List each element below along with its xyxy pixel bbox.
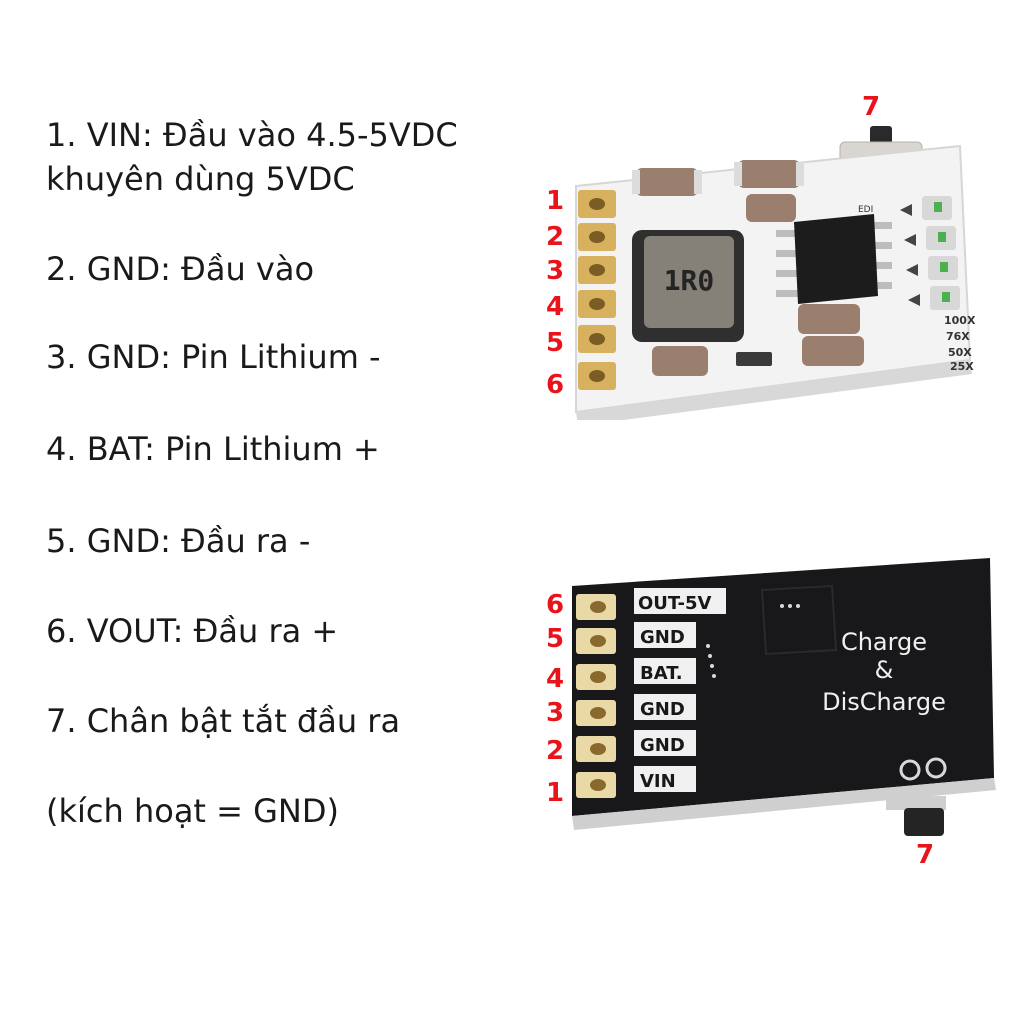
legend-line-7b: (kích hoạt = GND) bbox=[46, 792, 339, 830]
pad-row bbox=[578, 190, 616, 390]
svg-text:&: & bbox=[875, 656, 894, 684]
legend-line-5: 5. GND: Đầu ra - bbox=[46, 522, 311, 560]
legend-line-6: 6. VOUT: Đầu ra + bbox=[46, 612, 339, 650]
inductor: 1R0 bbox=[632, 230, 744, 342]
pad-row-bottom bbox=[576, 594, 616, 798]
capacitor-group bbox=[636, 160, 864, 376]
legend-line-1b: khuyên dùng 5VDC bbox=[46, 160, 355, 198]
legend-line-3: 3. GND: Pin Lithium - bbox=[46, 338, 381, 376]
top-pin-number-2: 2 bbox=[546, 222, 565, 252]
legend-line-7: 7. Chân bật tắt đầu ra bbox=[46, 702, 401, 740]
top-pin-number-5: 5 bbox=[546, 328, 565, 358]
bottom-pin-number-5: 5 bbox=[546, 624, 565, 654]
legend-line-1: 1. VIN: Đầu vào 4.5-5VDC bbox=[46, 116, 458, 154]
bottom-switch-number: 7 bbox=[916, 840, 935, 870]
pcb-top-view: 1R0 EDI 100X 76X 50X 25X bbox=[575, 126, 976, 420]
svg-text:50X: 50X bbox=[948, 346, 972, 359]
top-pin-number-6: 6 bbox=[546, 370, 565, 400]
top-pin-number-3: 3 bbox=[546, 256, 565, 286]
svg-text:BAT.: BAT. bbox=[640, 663, 683, 684]
board-title: Charge & DisCharge bbox=[822, 628, 946, 716]
legend-line-2: 2. GND: Đầu vào bbox=[46, 250, 315, 288]
bottom-pin-number-3: 3 bbox=[546, 698, 565, 728]
svg-text:VIN: VIN bbox=[640, 771, 676, 792]
bottom-pin-number-1: 1 bbox=[546, 778, 565, 808]
pcb-bottom-view: OUT-5V GND BAT. GND GND VIN Charge & Dis… bbox=[572, 558, 996, 836]
mount-holes bbox=[899, 757, 947, 781]
svg-text:GND: GND bbox=[640, 627, 685, 648]
svg-text:25X: 25X bbox=[950, 360, 974, 373]
top-pin-number-1: 1 bbox=[546, 186, 565, 216]
pin-labels: OUT-5V GND BAT. GND GND VIN bbox=[638, 593, 712, 792]
svg-text:OUT-5V: OUT-5V bbox=[638, 593, 712, 614]
ic-marking: EDI bbox=[858, 205, 873, 215]
bottom-pin-number-4: 4 bbox=[546, 664, 565, 694]
svg-text:76X: 76X bbox=[946, 330, 970, 343]
inductor-label: 1R0 bbox=[664, 264, 715, 297]
bottom-pin-number-2: 2 bbox=[546, 736, 565, 766]
svg-text:DisCharge: DisCharge bbox=[822, 688, 946, 716]
svg-text:GND: GND bbox=[640, 699, 685, 720]
top-switch-number: 7 bbox=[862, 92, 881, 122]
svg-text:Charge: Charge bbox=[841, 628, 927, 656]
bottom-pin-number-6: 6 bbox=[546, 590, 565, 620]
legend-line-4: 4. BAT: Pin Lithium + bbox=[46, 430, 380, 468]
svg-text:GND: GND bbox=[640, 735, 685, 756]
led-column bbox=[900, 196, 960, 310]
pin-label-blocks bbox=[634, 588, 726, 792]
side-percent-text: 100X 76X 50X 25X bbox=[944, 314, 976, 373]
ic-chip: EDI bbox=[776, 205, 892, 304]
slide-switch-bottom bbox=[886, 796, 946, 836]
top-pin-number-4: 4 bbox=[546, 292, 565, 322]
svg-text:100X: 100X bbox=[944, 314, 976, 327]
